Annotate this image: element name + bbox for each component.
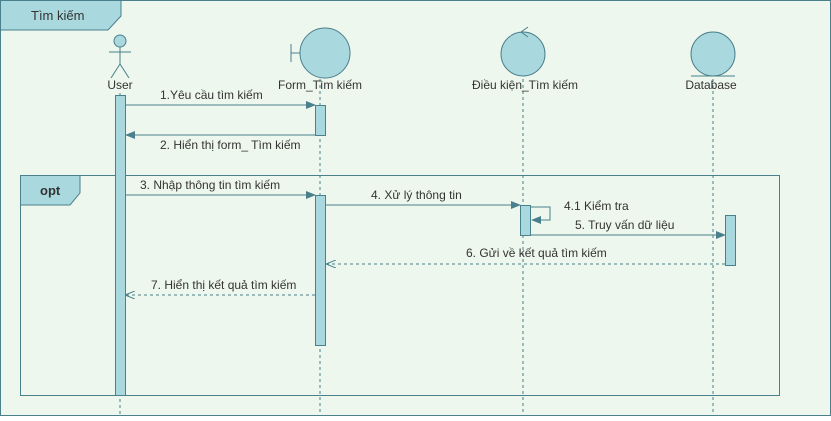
message-4-1-label: 4.1 Kiểm tra xyxy=(564,199,629,213)
message-4-label: 4. Xử lý thông tin xyxy=(371,188,462,202)
frame-title: Tìm kiếm xyxy=(31,8,84,23)
message-4-1-self: 4.1 Kiểm tra xyxy=(531,199,629,224)
lifeline-label-user: User xyxy=(107,78,132,92)
opt-fragment-label: opt xyxy=(40,183,61,198)
message-5-label: 5. Truy vấn dữ liệu xyxy=(575,218,674,232)
message-6-label: 6. Gửi về kết quả tìm kiếm xyxy=(466,246,607,260)
activation-bars xyxy=(115,95,736,396)
entity-icon xyxy=(690,31,736,77)
activation-user xyxy=(115,95,126,396)
activation-form-2 xyxy=(315,195,326,346)
activation-db xyxy=(725,215,736,266)
message-1-label: 1.Yêu cầu tìm kiếm xyxy=(160,88,263,102)
frame-title-tab: Tìm kiếm xyxy=(0,0,122,31)
message-1: 1.Yêu cầu tìm kiếm xyxy=(126,88,316,109)
message-5: 5. Truy vấn dữ liệu xyxy=(531,218,726,239)
message-2: 2. Hiển thị form_ Tìm kiếm xyxy=(125,131,315,152)
boundary-icon xyxy=(290,27,351,79)
message-7: 7. Hiển thị kết quả tìm kiếm xyxy=(126,278,315,295)
message-2-label: 2. Hiển thị form_ Tìm kiếm xyxy=(160,138,300,152)
message-6: 6. Gửi về kết quả tìm kiếm xyxy=(327,246,725,264)
control-icon xyxy=(500,26,546,77)
lifeline-label-form: Form_Tìm kiếm xyxy=(278,78,362,92)
message-3-label: 3. Nhập thông tin tìm kiếm xyxy=(140,178,280,192)
message-4: 4. Xử lý thông tin xyxy=(326,188,521,209)
actor-user-icon xyxy=(109,34,131,79)
message-3: 3. Nhập thông tin tìm kiếm xyxy=(126,178,316,199)
opt-fragment: opt xyxy=(20,175,780,396)
lifeline-label-control: Điều kiện_Tìm kiếm xyxy=(472,78,578,92)
activation-control xyxy=(520,205,531,236)
lifeline-label-db: Database xyxy=(685,78,737,92)
message-7-label: 7. Hiển thị kết quả tìm kiếm xyxy=(151,278,296,292)
activation-form-1 xyxy=(315,105,326,136)
